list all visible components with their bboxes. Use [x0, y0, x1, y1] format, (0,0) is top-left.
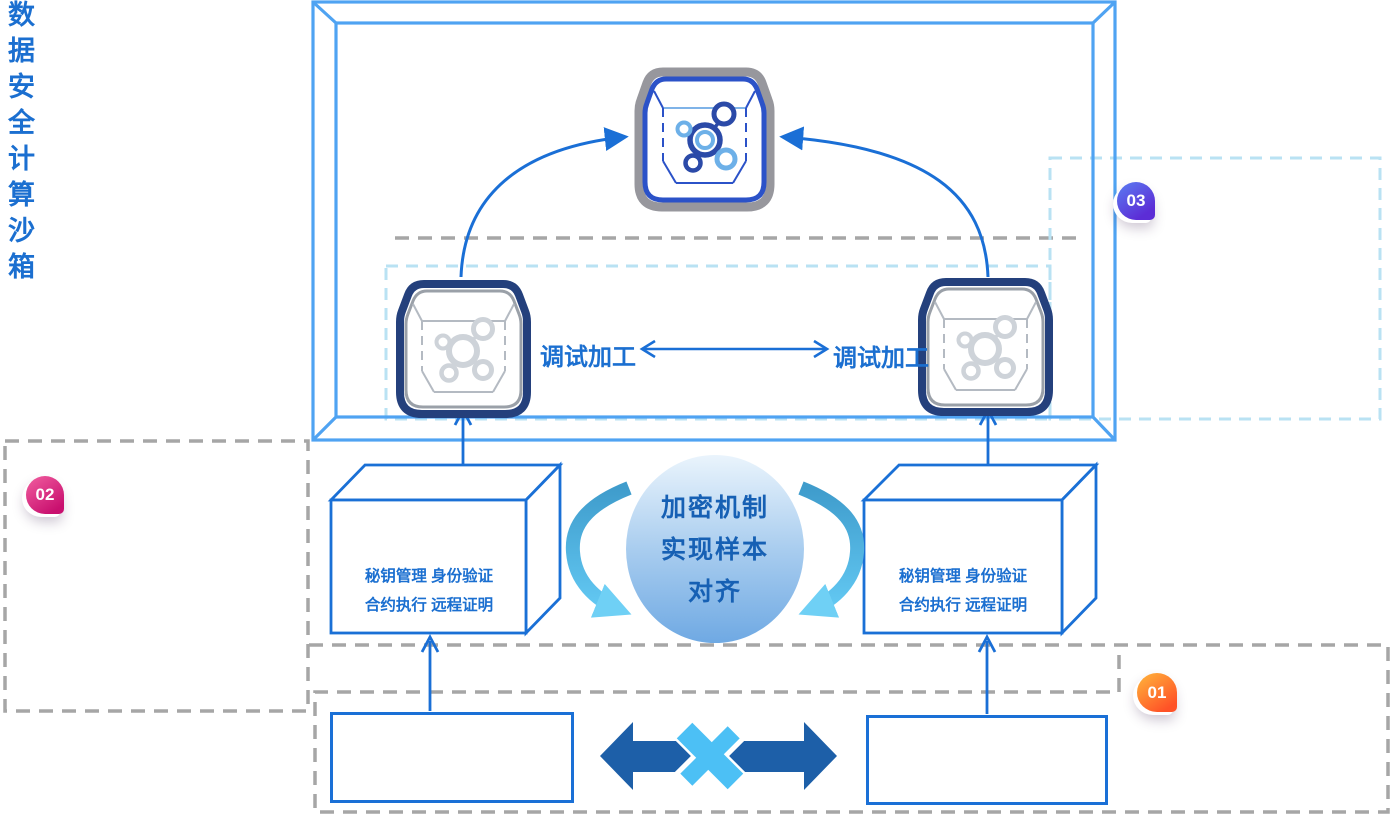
dashed-region-03	[1048, 156, 1382, 421]
badge-02: 02	[26, 476, 64, 514]
sphere-line1: 加密机制	[660, 494, 769, 522]
tee-right-text: 秘钥管理 身份验证 合约执行 远程证明	[863, 562, 1063, 620]
bottom-exchange-arrow	[600, 719, 837, 793]
arrow-right-cube-to-top	[779, 126, 990, 278]
debug-label-left: 调试加工	[540, 344, 636, 371]
debug-label-right: 调试加工	[833, 345, 929, 372]
dashed-region-01	[309, 643, 1390, 814]
tee-box-right	[860, 461, 1100, 637]
arrow-debug-bidirectional	[639, 339, 830, 359]
tee-left-line1: 秘钥管理 身份验证	[364, 568, 494, 585]
sync-arc-left	[565, 481, 632, 618]
sandbox-cube-left-icon	[396, 280, 531, 418]
arrow-tee-left-to-cube	[453, 407, 473, 464]
sandbox-title: 数据安全计算沙箱	[4, 0, 34, 288]
encryption-sphere	[626, 455, 804, 643]
sandbox-cube-right-icon	[918, 278, 1053, 416]
tee-box-left	[327, 461, 564, 637]
x-cross-icon	[673, 719, 747, 793]
arrow-left-cube-to-top	[459, 127, 629, 278]
sphere-line2: 实现样本	[660, 536, 769, 564]
sphere-line3: 对齐	[687, 578, 742, 606]
dashed-region-02	[3, 439, 310, 713]
bottom-rect-left	[330, 712, 574, 803]
sync-arc-right	[798, 481, 865, 618]
sphere-text: 加密机制 实现样本 对齐	[635, 487, 795, 613]
arrow-rect-left-to-tee	[420, 634, 440, 711]
sandbox-frame-box	[311, 0, 1117, 442]
tee-right-line1: 秘钥管理 身份验证	[898, 568, 1028, 585]
tee-right-line2: 合约执行 远程证明	[898, 597, 1028, 614]
bottom-rect-right	[866, 715, 1108, 805]
tee-left-text: 秘钥管理 身份验证 合约执行 远程证明	[329, 562, 529, 620]
badge-01: 01	[1137, 673, 1177, 712]
tee-left-line2: 合约执行 远程证明	[364, 597, 494, 614]
badge-03: 03	[1117, 182, 1155, 220]
sandbox-cube-top-icon	[634, 67, 775, 212]
arrow-rect-right-to-tee	[977, 634, 997, 714]
arrow-tee-right-to-cube	[978, 407, 998, 464]
